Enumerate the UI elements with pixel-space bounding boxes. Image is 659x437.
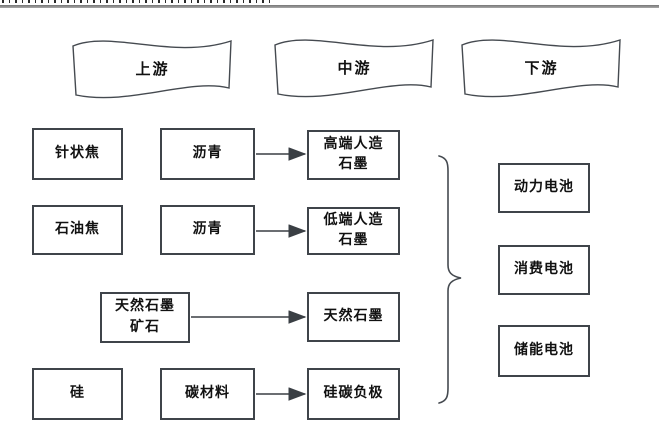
node-label: 碳材料	[185, 385, 230, 401]
node-label: 沥青	[192, 221, 223, 237]
node-low-end-artificial-graphite: 低端人造石墨	[307, 207, 400, 255]
node-petroleum-coke: 石油焦	[32, 205, 123, 255]
node-label: 低端人造石墨	[323, 212, 384, 248]
node-carbon-material: 碳材料	[160, 368, 255, 420]
node-silicon: 硅	[32, 368, 123, 420]
node-label: 硅	[70, 385, 85, 401]
stage-upstream: 上游	[72, 37, 233, 100]
node-label: 针状焦	[55, 145, 100, 161]
stage-downstream: 下游	[461, 36, 622, 99]
node-high-end-artificial-graphite: 高端人造石墨	[307, 130, 400, 180]
stage-midstream: 中游	[274, 36, 435, 99]
clipped-header-text-fragment	[2, 0, 274, 3]
node-label: 沥青	[192, 145, 223, 161]
node-needle-coke: 针状焦	[32, 128, 123, 180]
curly-brace-icon	[438, 155, 462, 404]
stage-downstream-label: 下游	[524, 61, 559, 77]
node-pitch-1: 沥青	[160, 128, 255, 180]
stage-midstream-label: 中游	[337, 61, 372, 77]
node-label: 高端人造石墨	[323, 136, 384, 172]
stage-upstream-label: 上游	[135, 62, 170, 78]
node-energy-storage-battery: 储能电池	[498, 325, 590, 377]
node-label: 天然石墨	[323, 308, 384, 324]
node-consumer-battery: 消费电池	[498, 245, 590, 295]
node-silicon-carbon-anode: 硅碳负极	[307, 368, 400, 420]
node-label: 储能电池	[514, 342, 574, 358]
header-divider-line	[0, 5, 659, 8]
node-label: 动力电池	[514, 179, 574, 195]
node-natural-graphite-ore: 天然石墨矿石	[100, 292, 190, 343]
node-label: 消费电池	[514, 261, 574, 277]
node-label: 硅碳负极	[323, 385, 384, 401]
node-label: 天然石墨矿石	[115, 299, 175, 335]
node-label: 石油焦	[55, 221, 100, 237]
node-power-battery: 动力电池	[498, 163, 590, 213]
node-pitch-2: 沥青	[160, 205, 255, 255]
node-natural-graphite: 天然石墨	[307, 292, 400, 342]
